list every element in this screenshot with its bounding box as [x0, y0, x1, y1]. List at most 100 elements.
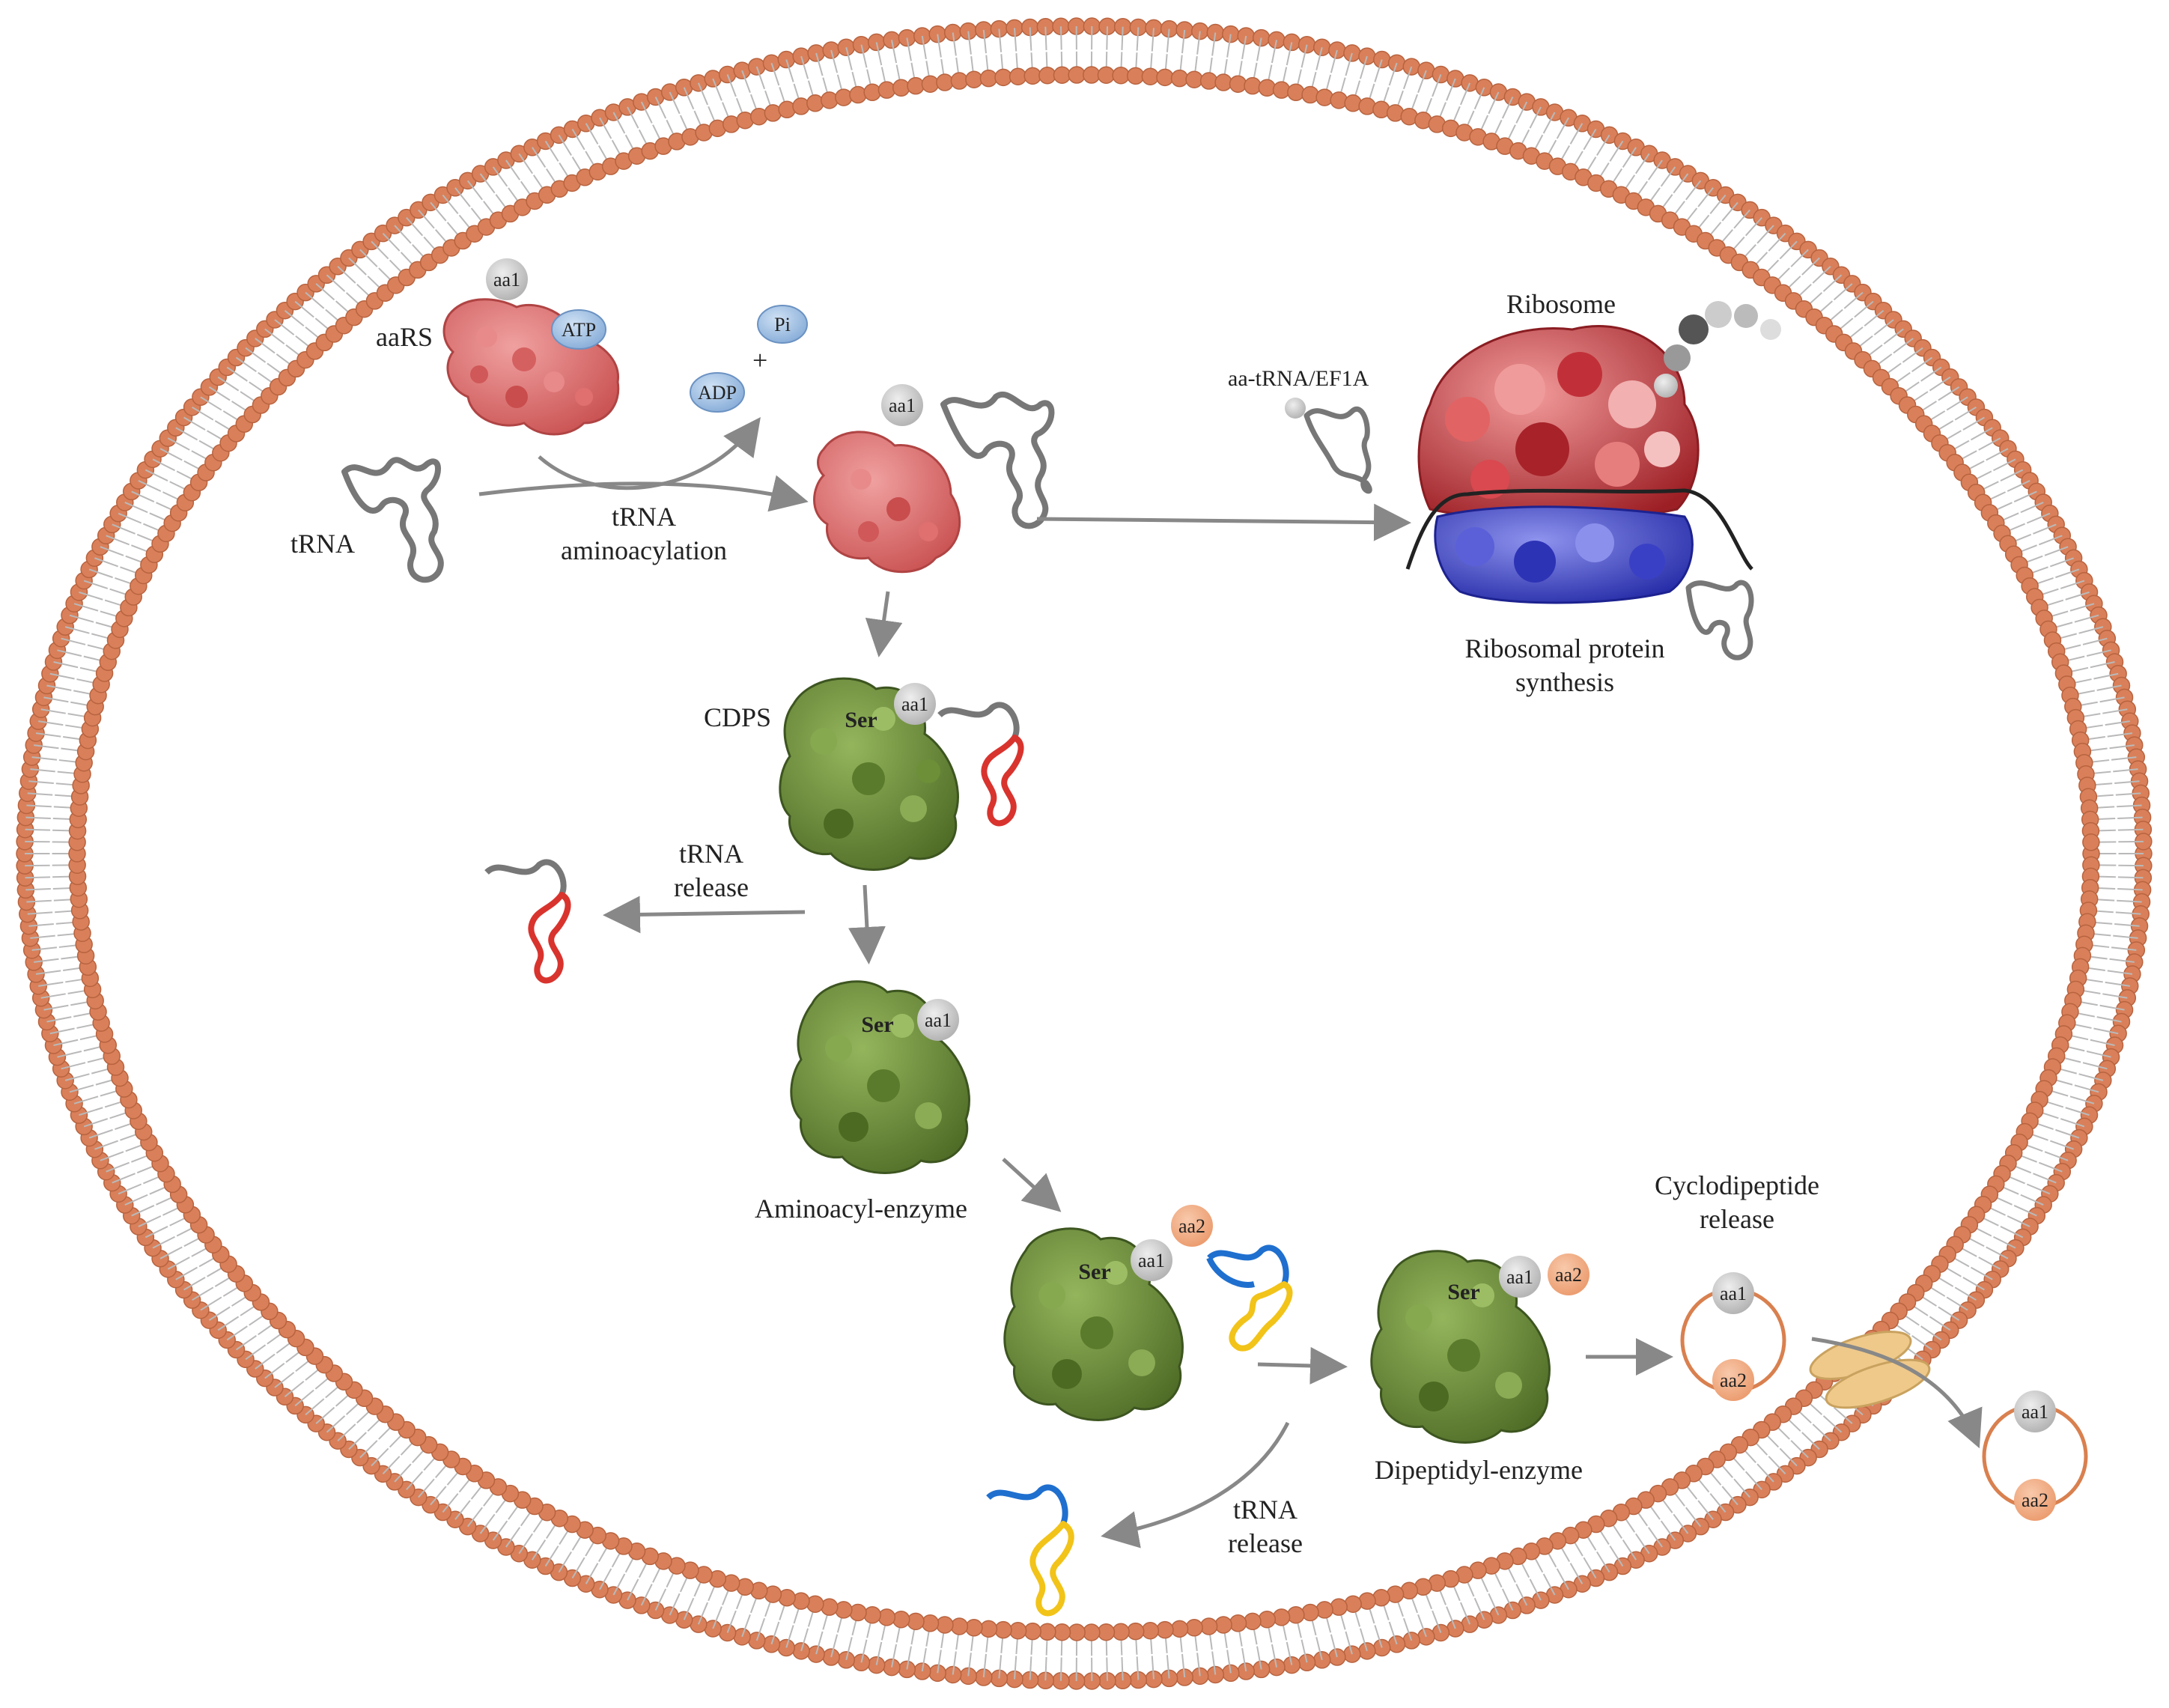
trna-release-arrow-2: [1101, 1421, 1290, 1549]
lipid-tail: [612, 112, 626, 134]
lipid-tail: [274, 319, 295, 335]
lipid-tail: [937, 34, 942, 58]
lipid-tail: [1529, 106, 1542, 129]
lipid-head: [965, 1619, 983, 1637]
svg-text:ADP: ADP: [698, 382, 737, 404]
lipid-tail: [315, 283, 335, 301]
lipid-tail: [1556, 1568, 1569, 1590]
lipid-head: [1127, 1622, 1145, 1641]
lipid-tail: [1596, 1551, 1610, 1573]
lipid-head: [1244, 76, 1262, 95]
aa1-bead-dipeptidyl: aa1: [1499, 1256, 1541, 1298]
lipid-head: [1315, 1601, 1333, 1619]
lipid-tail: [479, 173, 496, 194]
lipid-tail: [1196, 1653, 1201, 1677]
lipid-tail: [348, 257, 367, 276]
lipid-tail: [226, 1325, 248, 1341]
lipid-tail: [43, 696, 69, 703]
lipid-tail: [1059, 1657, 1062, 1681]
lipid-head: [821, 91, 839, 109]
lipid-head: [1068, 66, 1086, 84]
lipid-head: [1272, 1608, 1291, 1626]
lipid-tail: [1014, 28, 1017, 52]
lipid-tail: [94, 1140, 118, 1150]
lipid-tail: [442, 1493, 459, 1513]
lipid-tail: [1622, 1539, 1637, 1560]
lipid-tail: [1569, 1563, 1584, 1584]
lipid-head: [1214, 1616, 1232, 1634]
lipid-tail: [571, 128, 585, 151]
lipid-tail: [2050, 1140, 2074, 1150]
lipid-tail: [1893, 338, 1914, 354]
atp-bead: ATP: [551, 309, 606, 350]
lipid-tail: [712, 78, 723, 101]
lipid-tail: [1488, 1593, 1500, 1616]
membrane-lipid-tails: [25, 26, 2144, 1681]
lipid-tail: [1301, 1639, 1308, 1663]
ribosome-small-subunit: [1434, 505, 1694, 604]
lipid-tail: [79, 1107, 103, 1116]
lipid-tail: [112, 523, 136, 535]
lipid-tail: [2000, 1226, 2024, 1239]
cyclodipeptide-release-label-2: release: [1700, 1204, 1774, 1234]
ribosomal-synthesis-label-2: synthesis: [1515, 667, 1614, 697]
to-ribosome-arrow: [1036, 503, 1411, 541]
pi-bead: Pi: [757, 305, 808, 344]
cdps-protein: [779, 677, 959, 871]
lipid-head: [1229, 75, 1247, 93]
lipid-tail: [1756, 225, 1774, 244]
lipid-tail: [1902, 347, 1923, 363]
lipid-tail: [1402, 66, 1413, 90]
lipid-tail: [61, 637, 86, 645]
lipid-tail: [1635, 1533, 1650, 1554]
aa1-bead-charged: aa1: [881, 384, 923, 426]
lipid-tail: [532, 1539, 547, 1560]
lipid-head: [1097, 1623, 1116, 1641]
lipid-tail: [1962, 416, 1985, 431]
lipid-tail: [2113, 768, 2138, 773]
svg-text:aa1: aa1: [1138, 1250, 1165, 1271]
lipid-tail: [118, 1183, 142, 1195]
lipid-tail: [1515, 1584, 1528, 1606]
lipid-tail: [245, 1344, 267, 1361]
lipid-tail: [284, 309, 305, 327]
lipid-tail: [558, 134, 572, 156]
ser-label-loading: Ser: [1078, 1259, 1110, 1284]
cyclodipeptide-inside: aa1 aa2: [1680, 1272, 1786, 1401]
lipid-tail: [1226, 1650, 1232, 1674]
lipid-tail: [2000, 469, 2024, 481]
lipid-tail: [1697, 187, 1714, 207]
lipid-tail: [726, 1610, 737, 1633]
lipid-tail: [2096, 684, 2122, 691]
lipid-tail: [2026, 512, 2051, 524]
lipid-tail: [697, 1602, 708, 1625]
lipid-tail: [800, 1628, 809, 1652]
ser-label-aminoacyl: Ser: [861, 1012, 893, 1037]
lipid-head: [1199, 1617, 1218, 1635]
lipid-tail: [2093, 1027, 2119, 1035]
lipid-tail: [2074, 1084, 2099, 1093]
lipid-tail: [1542, 1573, 1556, 1596]
lipid-tail: [1660, 1520, 1676, 1541]
lipid-head: [1112, 1623, 1130, 1641]
lipid-head: [1199, 72, 1218, 90]
lipid-tail: [25, 876, 51, 879]
lipid-tail: [131, 1205, 155, 1217]
lipid-tail: [2020, 502, 2044, 514]
lipid-tail: [1833, 283, 1853, 301]
lipid-tail: [38, 720, 64, 726]
lipid-head: [1214, 73, 1232, 91]
lipid-tail: [1569, 123, 1584, 145]
lipid-head: [1287, 1605, 1305, 1624]
lipid-head: [1185, 1619, 1203, 1637]
lipid-tail: [40, 708, 66, 714]
lipid-tail: [1790, 1440, 1809, 1459]
ribosomal-synthesis-label-1: Ribosomal protein: [1465, 633, 1665, 663]
lipid-tail: [382, 1456, 401, 1475]
lipid-tail: [2102, 708, 2128, 714]
ser-label-dipeptidyl: Ser: [1447, 1280, 1479, 1304]
aa1-bead-loading: aa1: [1131, 1239, 1172, 1281]
lipid-head: [863, 83, 881, 102]
lipid-tail: [1673, 1513, 1689, 1534]
svg-text:aa2: aa2: [2022, 1489, 2048, 1511]
